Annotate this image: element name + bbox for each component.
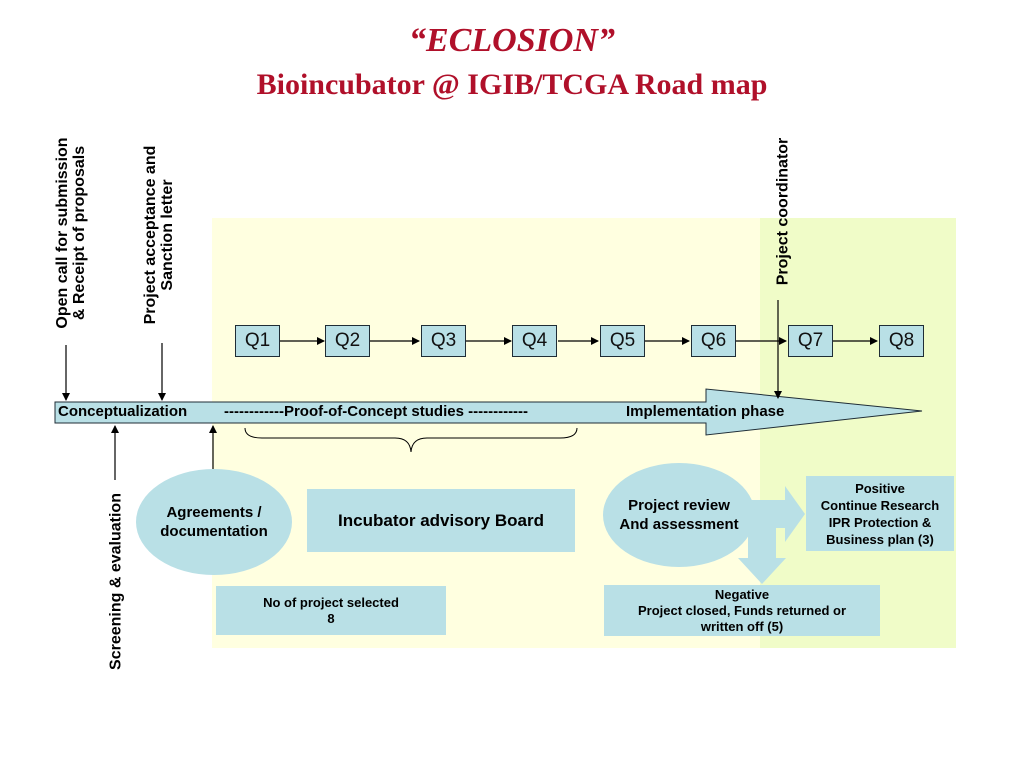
open-call-label: Open call for submission & Receipt of pr… [54,137,88,329]
acceptance-label: Project acceptance and Sanction letter [142,145,176,325]
advisory-board-box: Incubator advisory Board [307,489,575,552]
quarter-box: Q7 [788,325,833,357]
proof-of-concept-brace [244,427,578,453]
agreements-oval: Agreements /documentation [136,469,292,575]
phase-region-implementation [760,218,956,648]
quarter-box: Q2 [325,325,370,357]
quarter-box: Q5 [600,325,645,357]
proof-of-concept-label: ------------Proof-of-Concept studies ---… [224,403,529,420]
coordinator-label: Project coordinator [774,137,792,286]
quarter-box: Q4 [512,325,557,357]
diagram-title: “ECLOSION” [409,22,615,59]
screening-label: Screening & evaluation [107,493,125,670]
phase-region-proof-of-concept [212,218,760,648]
timeline-arrow-band [54,388,923,436]
quarter-box: Q8 [879,325,924,357]
positive-outcome-box: Positive Continue Research IPR Protectio… [806,476,954,551]
diagram-subtitle: Bioincubator @ IGIB/TCGA Road map [256,68,768,101]
negative-block-arrow [738,526,786,584]
quarter-box: Q1 [235,325,280,357]
conceptualization-label: Conceptualization [58,403,188,420]
quarter-box: Q3 [421,325,466,357]
negative-outcome-box: Negative Project closed, Funds returned … [604,585,880,636]
quarter-box: Q6 [691,325,736,357]
implementation-label: Implementation phase [626,403,785,420]
